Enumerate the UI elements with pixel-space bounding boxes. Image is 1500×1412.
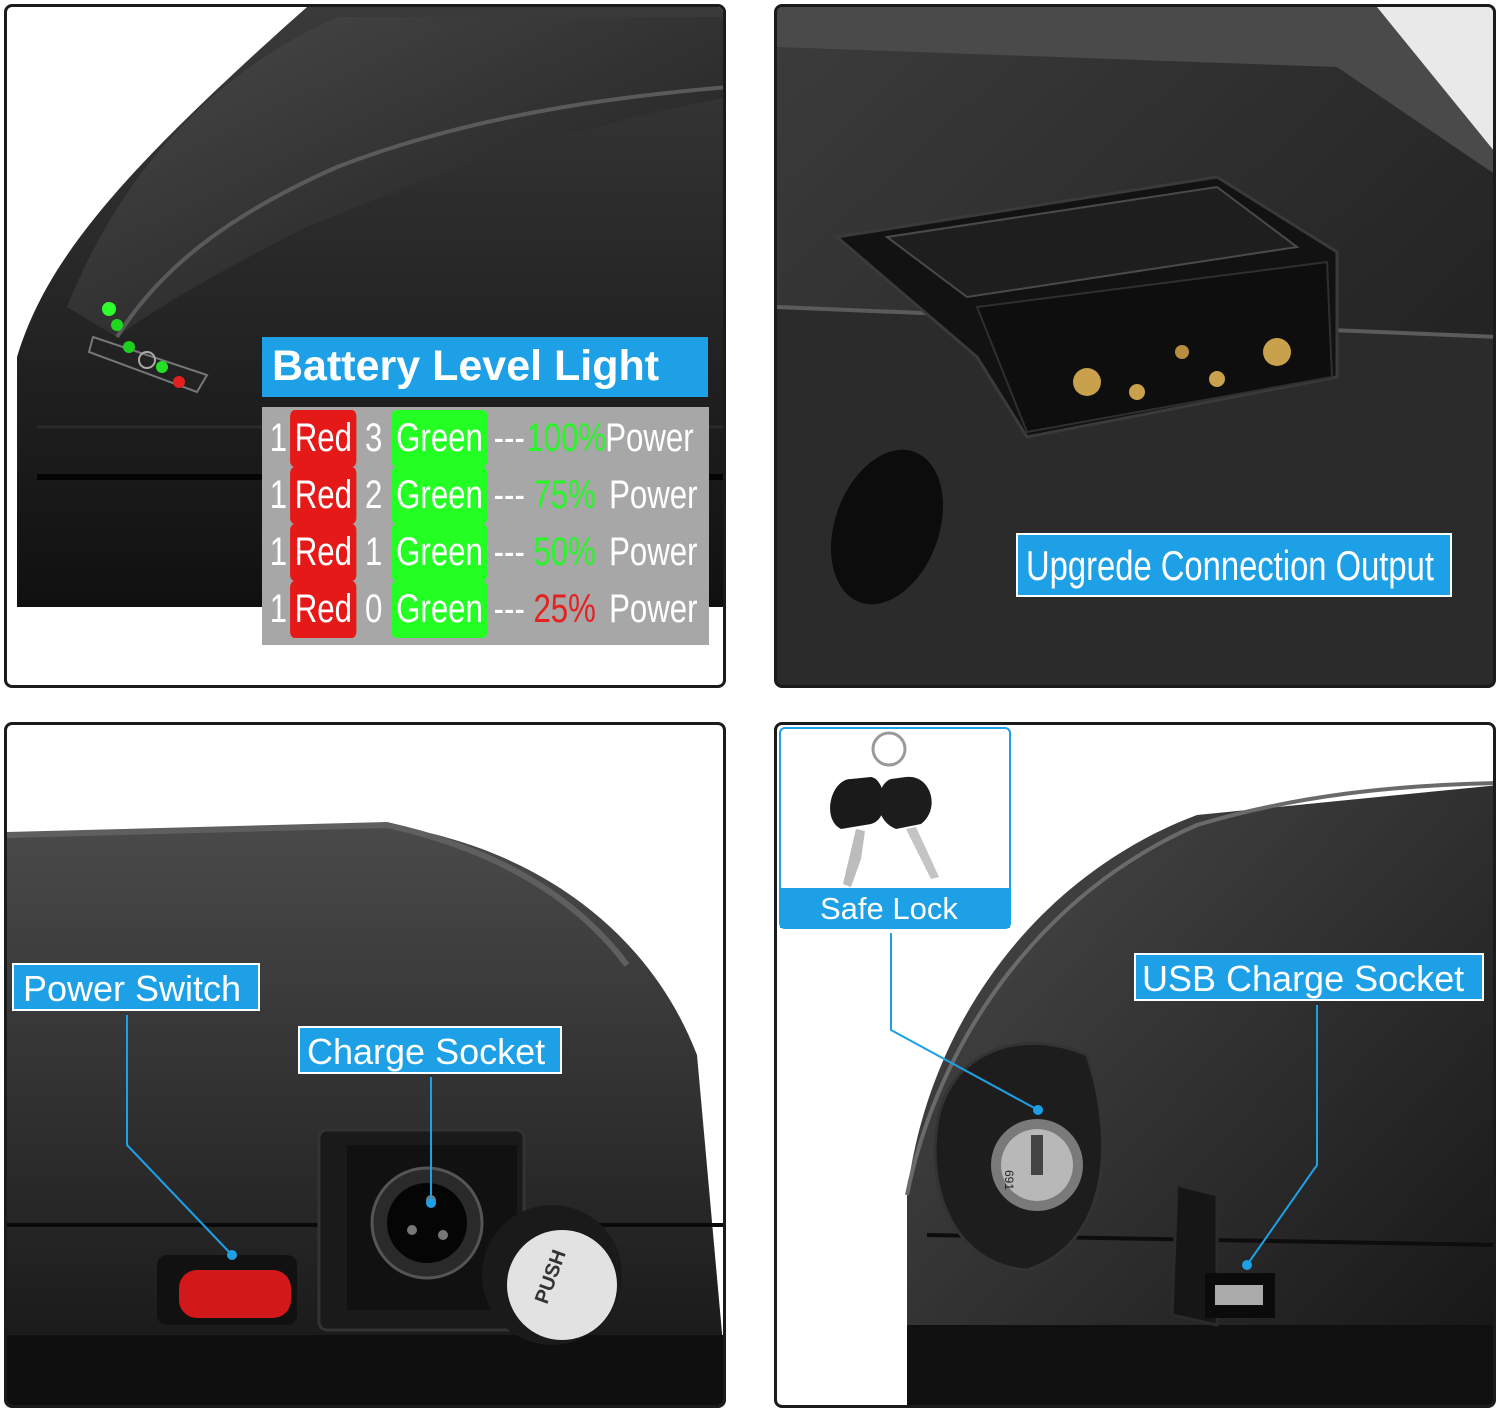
usb-charge-socket-callout: USB Charge Socket <box>1134 953 1484 1001</box>
red-count: 1 <box>269 587 288 631</box>
charge-socket-callout: Charge Socket <box>298 1026 562 1074</box>
green-chip: Green <box>391 467 488 524</box>
dashes: --- <box>493 530 525 574</box>
red-chip: Red <box>290 581 357 638</box>
battery-side-illustration: PUSH <box>7 821 723 1405</box>
lock-number-text: 691 <box>1002 1170 1016 1190</box>
connector-block <box>833 175 1339 439</box>
green-count: 2 <box>364 473 383 517</box>
upgrade-connection-callout: Upgrede Connection Output <box>1016 533 1452 597</box>
red-count: 1 <box>269 473 288 517</box>
dashes: --- <box>493 416 525 460</box>
led-indicator-panel <box>87 302 209 394</box>
percent-value: 25% <box>533 587 596 631</box>
power-word: Power <box>609 473 698 517</box>
power-switch-callout: Power Switch <box>12 963 260 1011</box>
callout-leader-lines <box>126 1015 436 1260</box>
red-count: 1 <box>269 416 288 460</box>
red-chip: Red <box>290 467 357 524</box>
charge-socket-cap <box>482 1205 622 1345</box>
percent-value: 100% <box>526 416 607 460</box>
battery-rear-illustration: 691 <box>890 781 1493 1405</box>
dashes: --- <box>493 473 525 517</box>
red-chip: Red <box>290 524 357 581</box>
green-chip: Green <box>391 581 488 638</box>
level-row-50: 1 Red 1 Green --- 50% Power <box>262 524 698 581</box>
red-chip: Red <box>290 410 357 467</box>
green-count: 1 <box>364 530 383 574</box>
power-word: Power <box>605 416 694 460</box>
percent-value: 50% <box>533 530 596 574</box>
battery-level-title: Battery Level Light <box>262 337 708 397</box>
percent-value: 75% <box>533 473 596 517</box>
red-count: 1 <box>269 530 288 574</box>
green-chip: Green <box>391 524 488 581</box>
switch-socket-panel: PUSH <box>4 722 726 1408</box>
power-word: Power <box>609 530 698 574</box>
green-count: 0 <box>364 587 383 631</box>
upgrade-connection-label: Upgrede Connection Output <box>1026 542 1434 589</box>
green-chip: Green <box>391 410 488 467</box>
level-row-25: 1 Red 0 Green --- 25% Power <box>262 581 698 638</box>
keys-icon <box>830 731 939 887</box>
lock-cylinder: 691 <box>933 1041 1104 1272</box>
callout-leader-lines <box>890 933 1318 1270</box>
green-count: 3 <box>364 416 383 460</box>
safe-lock-callout: Safe Lock <box>780 888 1010 928</box>
level-row-100: 1 Red 3 Green --- 100% Power <box>262 410 694 467</box>
usb-port <box>1170 1183 1275 1327</box>
dashes: --- <box>493 587 525 631</box>
power-switch <box>157 1255 297 1325</box>
battery-level-table: 1 Red 3 Green --- 100% Power 1 Red 2 Gre… <box>262 407 709 645</box>
level-row-75: 1 Red 2 Green --- 75% Power <box>262 467 698 524</box>
power-word: Power <box>609 587 698 631</box>
